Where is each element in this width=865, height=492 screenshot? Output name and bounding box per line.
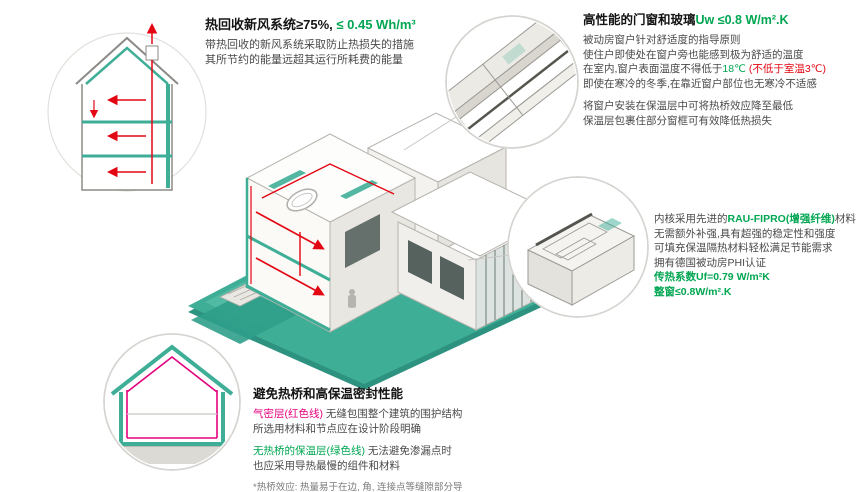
house-cross-section-insulation [103, 333, 241, 471]
thermal-title: 避免热桥和高保温密封性能 [253, 387, 404, 401]
profile-line: 无需额外补强,具有超强的稳定性和强度 [654, 227, 836, 240]
leader-line [467, 254, 511, 261]
roof-insulation-line [85, 46, 169, 85]
thermal-insulation-label: 无热桥的保温层(绿色线) [253, 445, 365, 457]
profile-uw-value: 整窗≤0.8W/m².K [654, 285, 732, 298]
house-main-block [245, 133, 417, 333]
spacer [253, 436, 568, 444]
callout-windows-text: 高性能的门窗和玻璃Uw ≤0.8 W/m².K 被动房窗户针对舒适度的指导原则 … [583, 12, 861, 128]
windows-line3-green: 18℃ [722, 63, 746, 75]
profile-line1-green: RAU-FIPRO(增强纤维) [727, 213, 835, 225]
ventilation-title-black: 热回收新风系统≥75%, [205, 17, 333, 32]
roof-vent-unit [145, 45, 159, 61]
profile-uf-value: 传热系数Uf=0.79 W/m²K [654, 271, 770, 283]
windows-title: 高性能的门窗和玻璃Uw ≤0.8 W/m².K [583, 12, 861, 28]
thermal-line: 气密层(红色线) 无缝包围整个建筑的围护结构 [253, 407, 568, 422]
thermal-line: 所选用材料和节点应在设计阶段明确 [253, 422, 421, 435]
ventilation-title-green: ≤ 0.45 Wh/m³ [332, 17, 416, 32]
profile-line1-black2: 材料 [834, 213, 856, 225]
profile-line1-black: 内核采用先进的 [654, 213, 728, 225]
window-profile-extrusion [467, 176, 649, 318]
profile-line: 内核采用先进的RAU-FIPRO(增强纤维)材料 [654, 212, 864, 227]
windows-line: 保温层包裹住部分窗框可有效降低热损失 [583, 114, 772, 127]
windows-line3-red: (不低于室温3℃) [745, 63, 826, 75]
windows-title-black: 高性能的门窗和玻璃 [583, 13, 696, 27]
window-dark-pane [440, 256, 464, 300]
thermal-line1-black: 无缝包围整个建筑的围护结构 [323, 408, 463, 420]
callout-ventilation-text: 热回收新风系统≥75%, ≤ 0.45 Wh/m³ 带热回收的新风系统采取防止热… [205, 16, 475, 67]
window-dark-pane [345, 214, 380, 268]
thermal-line3-black: 无法避免渗漏点时 [365, 445, 452, 457]
ventilation-line: 其所节约的能量远超其运行所耗费的能量 [205, 53, 403, 66]
windows-line: 在室内,窗户表面温度不得低于18℃ (不低于室温3℃) [583, 62, 861, 77]
spacer [583, 91, 861, 99]
cut-wall-segment [340, 180, 378, 199]
profile-line: 拥有德国被动房PHI认证 [654, 256, 767, 269]
ventilation-title: 热回收新风系统≥75%, ≤ 0.45 Wh/m³ [205, 16, 475, 33]
thermal-line: 无热桥的保温层(绿色线) 无法避免渗漏点时 [253, 444, 568, 459]
callout-profile-text: 内核采用先进的RAU-FIPRO(增强纤维)材料 无需额外补强,具有超强的稳定性… [654, 212, 864, 299]
insulation-accent [598, 218, 622, 231]
insulation-layer-green-line [110, 344, 234, 396]
window-dark-pane [408, 240, 432, 284]
terrace-lower [191, 291, 298, 344]
wall-insulation-band [166, 84, 170, 188]
thermal-footnote: *热桥效应: 热量易于在边, 角, 连接点等缝隙部分导 [253, 482, 463, 492]
airtight-layer-red-line [126, 355, 218, 393]
windows-line: 即使在寒冷的冬季,在靠近窗户部位也无寒冷不适感 [583, 77, 817, 90]
person-figure [348, 289, 356, 308]
windows-title-green: Uw ≤0.8 W/m².K [695, 13, 789, 27]
cut-wall-segment [268, 170, 306, 189]
thermal-airtight-label: 气密层(红色线) [253, 408, 323, 420]
house-cross-section-airflow [47, 23, 207, 192]
profile-line: 可填充保温隔热材料轻松满足节能需求 [654, 242, 833, 254]
gasket-line [535, 212, 593, 247]
thermal-line: 也应采用导热最慢的组件和材料 [253, 459, 400, 472]
windows-line: 使住户即使处在窗户旁也能感到极为舒适的温度 [583, 48, 804, 61]
isometric-passive-house-cutaway [188, 112, 560, 390]
windows-line3-black: 在室内,窗户表面温度不得低于 [583, 63, 723, 75]
windows-line: 将窗户安装在保温层中可将热桥效应降至最低 [583, 100, 793, 112]
window-frame-corner-detail [403, 15, 579, 151]
airflow-arrows [89, 23, 158, 184]
ventilation-line: 带热回收的新风系统采取防止热损失的措施 [205, 39, 414, 51]
windows-line: 被动房窗户针对舒适度的指导原则 [583, 34, 741, 46]
bathtub [286, 188, 318, 212]
ventilation-ducts [250, 163, 395, 296]
callout-thermal-text: 避免热桥和高保温密封性能 气密层(红色线) 无缝包围整个建筑的围护结构 所选用材… [253, 386, 568, 492]
leader-line [403, 116, 457, 151]
